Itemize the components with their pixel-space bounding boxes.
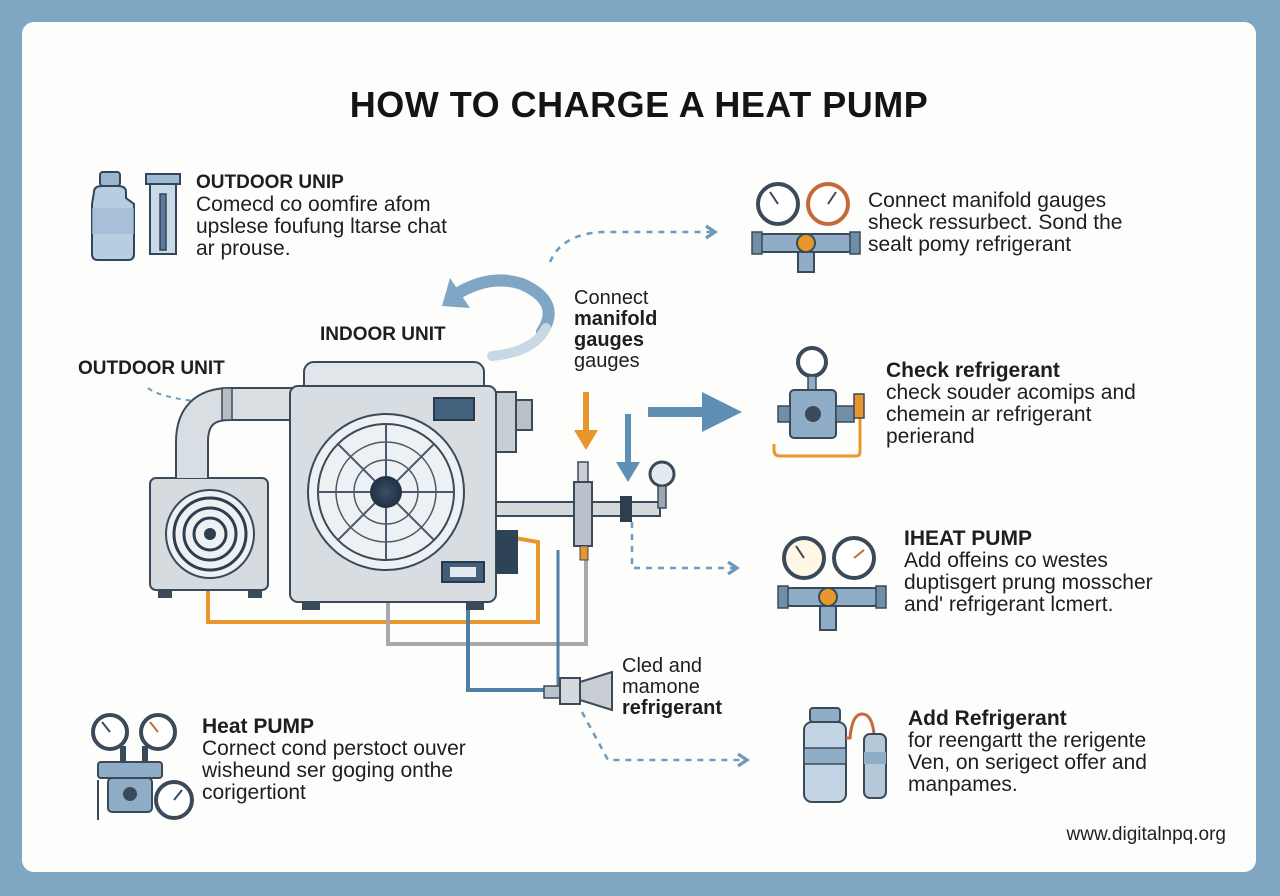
step-heading: OUTDOOR UNIP (196, 172, 344, 193)
gauge-cylinder-icon (145, 173, 181, 255)
indoor-unit-label: INDOOR UNIT (320, 324, 446, 345)
manifold-gauge-icon (777, 536, 887, 631)
step-line: chemein ar refrigerant (886, 403, 1092, 426)
right-step-4: Add Refrigerant for reengartt the rerige… (908, 708, 1147, 796)
outdoor-unit (149, 477, 269, 598)
note-line: manifold (574, 308, 658, 330)
note-line: refrigerant (622, 697, 723, 719)
center-note-bottom: Cled and mamone refrigerant (622, 656, 722, 719)
step-line: Add offeins co westes (904, 549, 1108, 572)
right-step-3: IHEAT PUMP Add offeins co westes duptisg… (904, 528, 1153, 616)
step-line: corigertiont (202, 781, 306, 804)
step-line: for reengartt the rerigente (908, 729, 1147, 752)
left-step-2: Heat PUMP Cornect cond perstoct ouver wi… (202, 716, 466, 804)
step-heading: IHEAT PUMP (904, 527, 1032, 550)
note-line: gauges (574, 329, 645, 351)
elbow-pipe (175, 387, 294, 478)
refrigerant-bottle-icon (91, 171, 135, 261)
step-line: check souder acomips and (886, 381, 1136, 404)
center-note-top: Connect manifold gauges gauges (574, 288, 657, 372)
right-step-2: Check refrigerant check souder acomips a… (886, 360, 1136, 448)
step-heading: Check refrigerant (886, 359, 1060, 382)
step-heading: Add Refrigerant (908, 707, 1067, 730)
right-step-1: Connect manifold gauges sheck ressurbect… (868, 190, 1122, 256)
note-line: mamone (622, 676, 700, 698)
step-line: and' refrigerant lcmert. (904, 593, 1114, 616)
step-line: upslese foufung ltarse chat (196, 215, 447, 238)
step-heading: Heat PUMP (202, 715, 315, 738)
manifold-gauge-icon (91, 713, 194, 820)
step-line: Connect manifold gauges (868, 189, 1107, 212)
step-line: sealt pomy refrigerant (868, 233, 1072, 256)
step-line: wisheund ser goging onthe (202, 759, 454, 782)
note-line: Cled and (622, 655, 703, 677)
pressure-gauge-icon (772, 346, 865, 458)
refrigerant-tank-icon (803, 707, 887, 803)
heat-pump-diagram (91, 171, 887, 820)
step-line: Comecd co oomfire afom (196, 193, 431, 216)
note-line: gauges (574, 350, 640, 372)
indoor-unit (289, 361, 533, 610)
outdoor-unit-label: OUTDOOR UNIT (78, 358, 225, 379)
left-step-1: OUTDOOR UNIP Comecd co oomfire afom upsl… (196, 172, 447, 260)
note-line: Connect (574, 287, 649, 309)
manifold-gauge-icon (751, 182, 861, 273)
step-line: sheck ressurbect. Sond the (868, 211, 1123, 234)
step-line: duptisgert prung mosscher (904, 571, 1153, 594)
page-title: HOW TO CHARGE A HEAT PUMP (349, 84, 929, 125)
step-line: manpames. (908, 773, 1018, 796)
source-credit: www.digitalnpq.org (1066, 824, 1226, 845)
step-line: Cornect cond perstoct ouver (202, 737, 466, 760)
service-valve (495, 460, 676, 712)
infographic-card: HOW TO CHARGE A HEAT PUMP (22, 22, 1256, 872)
step-line: Ven, on serigect offer and (908, 751, 1147, 774)
step-line: ar prouse. (196, 237, 291, 260)
step-line: perierand (886, 425, 975, 448)
